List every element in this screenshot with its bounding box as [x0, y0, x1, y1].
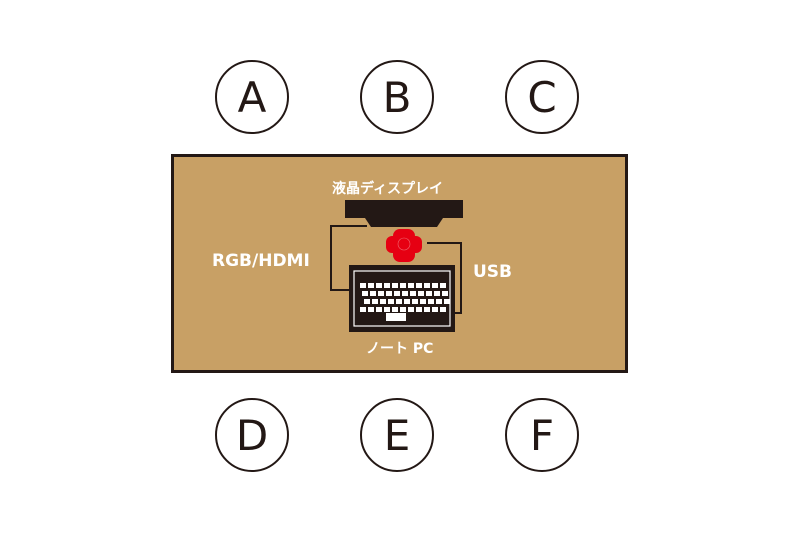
- keyboard-key: [408, 307, 414, 312]
- keyboard-key: [418, 291, 424, 296]
- keyboard-key: [392, 283, 398, 288]
- keyboard-key: [416, 283, 422, 288]
- keyboard-key: [378, 291, 384, 296]
- keyboard-key: [376, 307, 382, 312]
- camera-icon: [386, 229, 422, 262]
- keyboard-key: [420, 299, 426, 304]
- seat-f-circle: F: [505, 398, 579, 472]
- rgb-cable: [330, 225, 367, 291]
- keyboard-key: [360, 283, 366, 288]
- keyboard-key: [440, 283, 446, 288]
- keyboard-key: [384, 283, 390, 288]
- seat-a-circle: A: [215, 60, 289, 134]
- keyboard-key: [400, 307, 406, 312]
- keyboard-key: [376, 283, 382, 288]
- keyboard-key: [434, 291, 440, 296]
- table: [171, 154, 628, 373]
- keyboard-key: [436, 299, 442, 304]
- display-label: 液晶ディスプレイ: [332, 181, 444, 197]
- keyboard-key: [370, 291, 376, 296]
- seat-b-circle: B: [360, 60, 434, 134]
- monitor-icon: [345, 200, 463, 227]
- laptop-label: ノート PC: [366, 341, 434, 357]
- keyboard-key: [404, 299, 410, 304]
- keyboard-key: [424, 283, 430, 288]
- keyboard-key: [384, 307, 390, 312]
- keyboard-key: [372, 299, 378, 304]
- keyboard-key: [428, 299, 434, 304]
- seat-e-circle: E: [360, 398, 434, 472]
- usb-cable: [427, 242, 462, 314]
- keyboard-key: [402, 291, 408, 296]
- keyboard-key: [392, 307, 398, 312]
- rgb-hdmi-label: RGB/HDMI: [212, 251, 310, 271]
- keyboard-key: [364, 299, 370, 304]
- keyboard-key: [432, 307, 438, 312]
- keyboard-key: [408, 283, 414, 288]
- keyboard-key: [444, 299, 450, 304]
- keyboard-key: [424, 307, 430, 312]
- keyboard-key: [360, 307, 366, 312]
- keyboard-keys: [360, 283, 450, 312]
- keyboard-key: [426, 291, 432, 296]
- trackpad: [386, 313, 406, 321]
- keyboard-key: [368, 307, 374, 312]
- keyboard-key: [394, 291, 400, 296]
- keyboard-key: [416, 307, 422, 312]
- keyboard-key: [396, 299, 402, 304]
- keyboard-key: [380, 299, 386, 304]
- keyboard-key: [388, 299, 394, 304]
- keyboard-key: [386, 291, 392, 296]
- keyboard-key: [410, 291, 416, 296]
- laptop-icon: [349, 265, 455, 332]
- keyboard-key: [432, 283, 438, 288]
- keyboard-key: [442, 291, 448, 296]
- keyboard-key: [440, 307, 446, 312]
- usb-label: USB: [473, 262, 513, 282]
- seat-c-circle: C: [505, 60, 579, 134]
- keyboard-key: [400, 283, 406, 288]
- keyboard-key: [412, 299, 418, 304]
- seat-d-circle: D: [215, 398, 289, 472]
- keyboard-key: [368, 283, 374, 288]
- keyboard-key: [362, 291, 368, 296]
